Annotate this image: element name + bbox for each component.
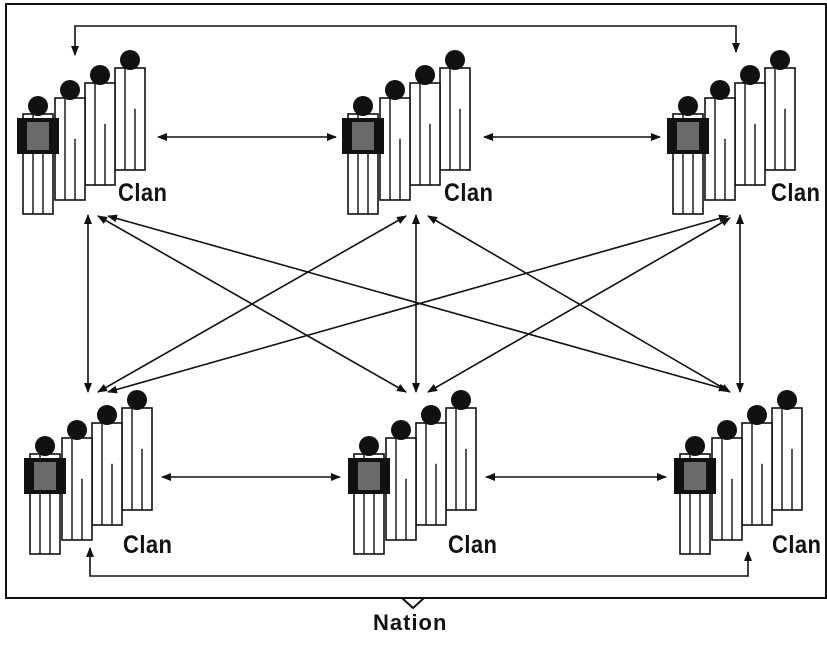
person-figure: [667, 96, 709, 215]
person-figure: [61, 420, 93, 541]
person-figure: [445, 390, 477, 511]
person-figure: [114, 50, 146, 171]
nation-brace: [401, 597, 425, 610]
arrow-bottom-left-to-bottom-right: [86, 547, 752, 577]
person-figure: [17, 96, 59, 215]
person-figure: [741, 405, 773, 526]
clan-group-top-left: [17, 50, 146, 215]
clan-label-top-center: Clan: [444, 179, 494, 207]
arrow-top-right-to-bottom-center: [427, 217, 731, 393]
person-figure: [764, 50, 796, 171]
connection-arrows: [71, 25, 752, 577]
person-figure: [674, 436, 716, 555]
nation-label: Nation: [373, 610, 448, 635]
person-figure: [54, 80, 86, 201]
clan-group-bottom-center: [348, 390, 477, 555]
clan-group-bottom-left: [24, 390, 153, 555]
person-figure: [121, 390, 153, 511]
clan-group-top-right: [667, 50, 796, 215]
person-figure: [379, 80, 411, 201]
clan-label-top-right: Clan: [771, 179, 821, 207]
person-figure: [771, 390, 803, 511]
person-figure: [348, 436, 390, 555]
nation-boundary: [5, 3, 827, 599]
clan-group-top-center: [342, 50, 471, 215]
person-figure: [439, 50, 471, 171]
clan-label-bottom-left: Clan: [123, 531, 173, 559]
person-figure: [734, 65, 766, 186]
clan-group-bottom-right: [674, 390, 803, 555]
person-figure: [24, 436, 66, 555]
person-figure: [415, 405, 447, 526]
person-figure: [385, 420, 417, 541]
clan-figures: [17, 50, 803, 555]
person-figure: [704, 80, 736, 201]
clan-label-bottom-right: Clan: [772, 531, 822, 559]
clan-label-bottom-center: Clan: [448, 531, 498, 559]
person-figure: [91, 405, 123, 526]
person-figure: [409, 65, 441, 186]
person-figure: [342, 96, 384, 215]
arrow-top-left-to-top-right: [71, 25, 740, 56]
clan-label-top-left: Clan: [118, 179, 168, 207]
person-figure: [711, 420, 743, 541]
person-figure: [84, 65, 116, 186]
